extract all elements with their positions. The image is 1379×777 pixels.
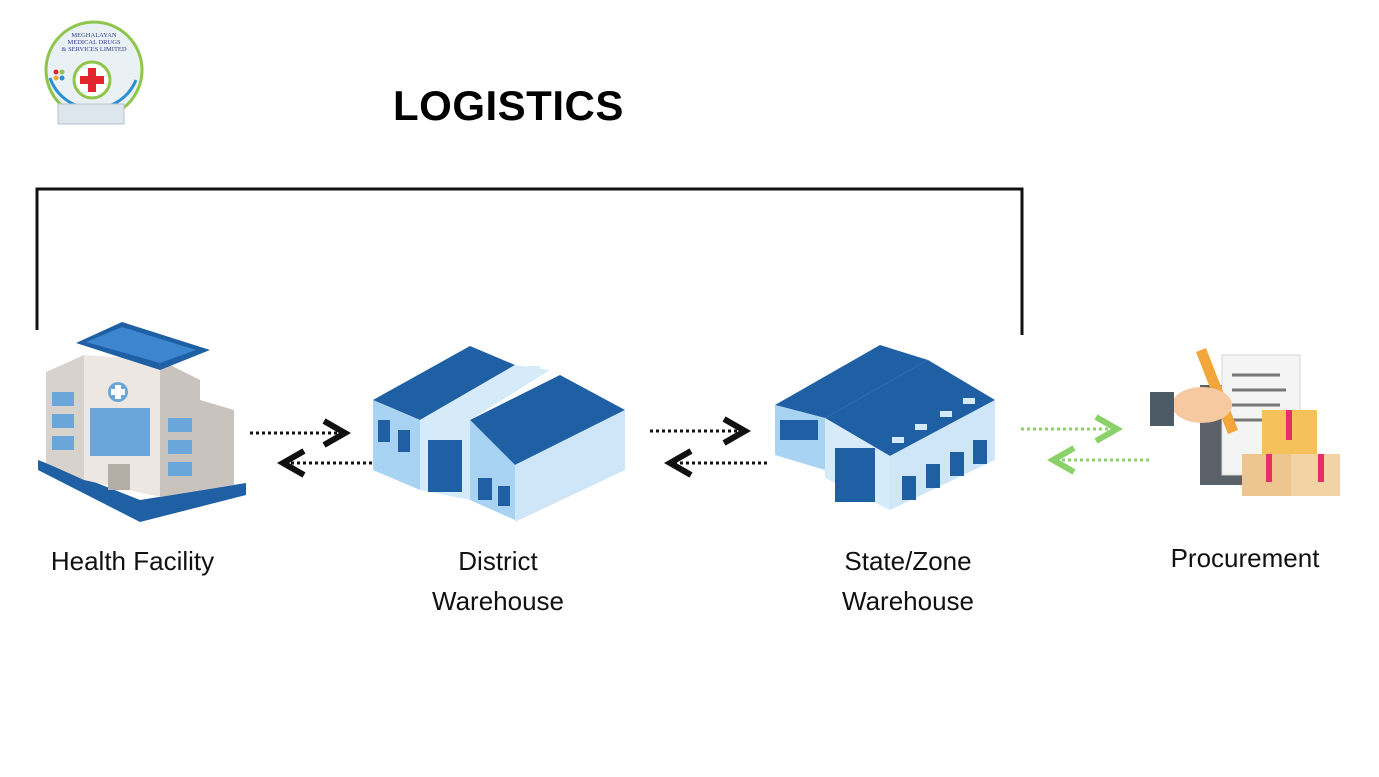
logo-text-line1: MEGHALAYAN [71,32,117,39]
label-state-line1: State/Zone [844,546,972,576]
bracket-line [35,187,1024,335]
organization-logo: MEGHALAYAN MEDICAL DRUGS & SERVICES LIMI… [44,20,144,125]
label-procurement-line1: Procurement [1170,543,1320,573]
label-district-line2: Warehouse [432,586,564,616]
label-state-line2: Warehouse [842,586,974,616]
logo-text-line3: & SERVICES LIMITED [61,46,127,53]
label-state-warehouse: State/Zone Warehouse [808,541,1008,621]
hospital-building-icon [38,322,246,522]
procurement-clipboard-icon [1150,348,1340,496]
logo-text-line2: MEDICAL DRUGS [67,39,120,46]
label-procurement: Procurement [1145,538,1345,578]
district-warehouse-icon [373,346,625,522]
page-title: LOGISTICS [393,82,624,129]
label-district-warehouse: District Warehouse [398,541,598,621]
label-health-facility: Health Facility [30,541,235,581]
label-district-line1: District [458,546,538,576]
state-warehouse-icon [775,345,995,510]
label-health-facility-line1: Health Facility [50,546,215,576]
